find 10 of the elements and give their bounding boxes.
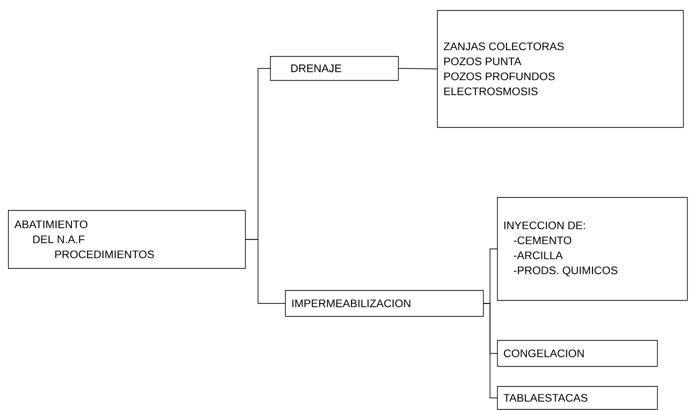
process-box: TABLAESTACAS — [497, 386, 658, 410]
list-box: INYECCION DE: -CEMENTO -ARCILLA -PRODS. QUIMICOS — [497, 197, 688, 301]
connector-line — [245, 239, 286, 304]
process-box: DRENAJE — [270, 56, 399, 81]
connector-line — [483, 303, 498, 398]
list-box: ZANJAS COLECTORAS POZOS PUNTA POZOS PROFUNDOS ELECTROSMOSIS — [437, 10, 684, 128]
process-box: CONGELACION — [497, 340, 658, 367]
process-box: IMPERMEABILIZACION — [285, 290, 484, 317]
list-box: ABATIMIENTO DEL N.A.F PROCEDIMIENTOS — [8, 210, 246, 269]
connector-line — [398, 68, 438, 70]
